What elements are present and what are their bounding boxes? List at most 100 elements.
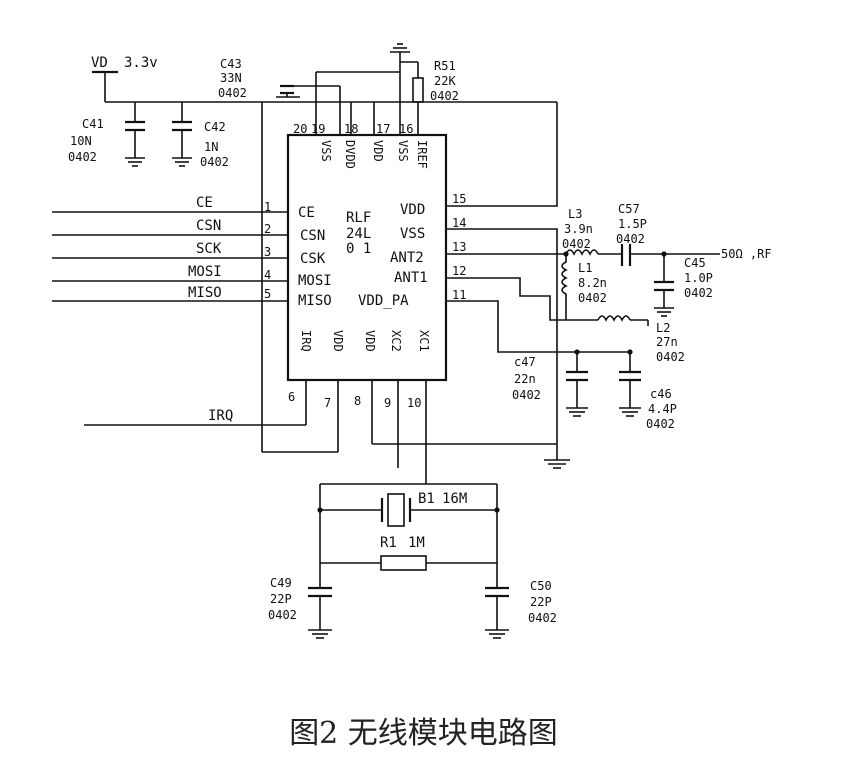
c41-pkg: 0402 bbox=[68, 150, 97, 164]
l1-value: 8.2n bbox=[578, 276, 607, 290]
capacitor-c41 bbox=[125, 102, 145, 167]
signal-csn: CSN bbox=[196, 218, 221, 234]
pin-name-4: MOSI bbox=[298, 273, 332, 289]
pin-num-2: 2 bbox=[264, 222, 271, 236]
l3-pkg: 0402 bbox=[562, 237, 591, 251]
pin-name-14: VSS bbox=[400, 226, 425, 242]
circuit-diagram: RLF 24L 0 1 20 19 18 17 16 VSS DVDD VDD … bbox=[52, 43, 772, 639]
pin-name-3: CSK bbox=[300, 251, 326, 267]
c43-ref: C43 bbox=[220, 57, 242, 71]
figure-caption: 图2 无线模块电路图 bbox=[289, 716, 558, 751]
resistor-r51 bbox=[400, 61, 424, 135]
pin-num-19: 19 bbox=[311, 122, 325, 136]
c46-pkg: 0402 bbox=[646, 417, 675, 431]
c49-ref: C49 bbox=[270, 576, 292, 590]
pin-name-6: IRQ bbox=[299, 330, 313, 352]
crystal-wiring bbox=[319, 380, 498, 588]
r51-ref: R51 bbox=[434, 59, 456, 73]
c43-pkg: 0402 bbox=[218, 86, 247, 100]
c50-pkg: 0402 bbox=[528, 611, 557, 625]
pin-num-4: 4 bbox=[264, 268, 271, 282]
capacitor-c45 bbox=[654, 254, 674, 317]
inductor-l3 bbox=[565, 249, 599, 256]
pin-name-8: VDD bbox=[363, 330, 377, 352]
signal-miso: MISO bbox=[188, 285, 222, 301]
c42-value: 1N bbox=[204, 140, 218, 154]
c50-value: 22P bbox=[530, 595, 552, 609]
resistor-r1 bbox=[380, 555, 427, 571]
pin-name-10: XC1 bbox=[417, 330, 431, 352]
c46-ref: c46 bbox=[650, 387, 672, 401]
l1-pkg: 0402 bbox=[578, 291, 607, 305]
capacitor-c46 bbox=[619, 352, 641, 417]
c43-value: 33N bbox=[220, 71, 242, 85]
crystal-b1 bbox=[380, 493, 412, 527]
c57-ref: C57 bbox=[618, 202, 640, 216]
c42-pkg: 0402 bbox=[200, 155, 229, 169]
pin-name-20: VSS bbox=[319, 140, 333, 162]
l3-ref: L3 bbox=[568, 207, 582, 221]
capacitor-c42 bbox=[172, 102, 192, 167]
rf-output-label: 50Ω ,RF bbox=[721, 247, 772, 261]
l2-value: 27n bbox=[656, 335, 678, 349]
supply-label: VD bbox=[91, 55, 108, 71]
signal-mosi: MOSI bbox=[188, 264, 222, 280]
l3-value: 3.9n bbox=[564, 222, 593, 236]
pin-num-17: 17 bbox=[376, 122, 390, 136]
c57-value: 1.5P bbox=[618, 217, 647, 231]
pin-name-16: IREF bbox=[415, 140, 429, 169]
power-supply: VD 3.3v bbox=[91, 55, 339, 453]
c42-ref: C42 bbox=[204, 120, 226, 134]
r1-value: 1M bbox=[408, 535, 425, 551]
inductor-l1 bbox=[561, 254, 568, 320]
chip-name-1: RLF bbox=[346, 210, 371, 226]
c47-value: 22n bbox=[514, 372, 536, 386]
junction-xtal-right bbox=[494, 507, 500, 513]
chip-name-3: 0 1 bbox=[346, 241, 371, 257]
r1-ref: R1 bbox=[380, 535, 397, 551]
pin-num-12: 12 bbox=[452, 264, 466, 278]
c49-pkg: 0402 bbox=[268, 608, 297, 622]
pin-name-13: ANT2 bbox=[390, 250, 424, 266]
c57-pkg: 0402 bbox=[616, 232, 645, 246]
c41-value: 10N bbox=[70, 134, 92, 148]
l2-ref: L2 bbox=[656, 321, 670, 335]
r51-value: 22K bbox=[434, 74, 456, 88]
capacitor-c50 bbox=[485, 586, 509, 639]
signal-sck: SCK bbox=[196, 241, 222, 257]
c50-ref: C50 bbox=[530, 579, 552, 593]
c45-pkg: 0402 bbox=[684, 286, 713, 300]
pin-num-5: 5 bbox=[264, 287, 271, 301]
pin-name-5: MISO bbox=[298, 293, 332, 309]
inductor-l2 bbox=[597, 315, 631, 322]
pin-name-1: CE bbox=[298, 205, 315, 221]
ground-symbol-main bbox=[544, 459, 570, 469]
pin-name-9: XC2 bbox=[389, 330, 403, 352]
pin-num-9: 9 bbox=[384, 396, 391, 410]
c46-value: 4.4P bbox=[648, 402, 677, 416]
capacitor-c57 bbox=[620, 244, 720, 266]
pin-name-19: DVDD bbox=[343, 140, 357, 169]
l1-ref: L1 bbox=[578, 261, 592, 275]
pin-num-8: 8 bbox=[354, 394, 361, 408]
c41-ref: C41 bbox=[82, 117, 104, 131]
c49-value: 22P bbox=[270, 592, 292, 606]
b1-ref: B1 bbox=[418, 491, 435, 507]
top-pin-wiring bbox=[262, 43, 557, 135]
pin-name-17: VSS bbox=[396, 140, 410, 162]
l2-pkg: 0402 bbox=[656, 350, 685, 364]
pin-num-15: 15 bbox=[452, 192, 466, 206]
pin-num-11: 11 bbox=[452, 288, 466, 302]
pin-num-10: 10 bbox=[407, 396, 421, 410]
c45-ref: C45 bbox=[684, 256, 706, 270]
pin-num-7: 7 bbox=[324, 396, 331, 410]
supply-voltage: 3.3v bbox=[124, 55, 158, 71]
pin-num-1: 1 bbox=[264, 200, 271, 214]
pin-name-11: VDD_PA bbox=[358, 293, 409, 309]
pin-num-3: 3 bbox=[264, 245, 271, 259]
pin-name-12: ANT1 bbox=[394, 270, 428, 286]
pin-name-2: CSN bbox=[300, 228, 325, 244]
signal-ce: CE bbox=[196, 195, 213, 211]
pin-name-15: VDD bbox=[400, 202, 425, 218]
pin-num-13: 13 bbox=[452, 240, 466, 254]
